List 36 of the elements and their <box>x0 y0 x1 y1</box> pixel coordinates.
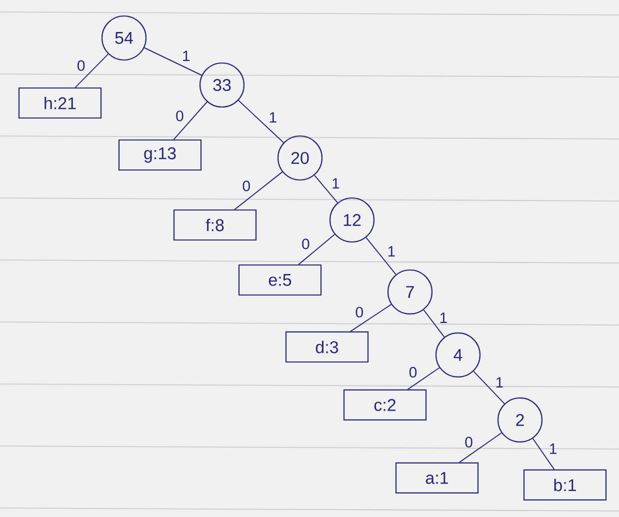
tree-edge <box>366 237 396 275</box>
leaf-box: a:1 <box>395 462 479 494</box>
edge-label: 0 <box>409 366 417 378</box>
edge-label: 1 <box>388 246 395 256</box>
edge-label: 0 <box>78 60 85 71</box>
edge-label: 0 <box>242 180 250 192</box>
edge-label: 0 <box>356 306 363 318</box>
edge-label: 1 <box>440 312 447 323</box>
leaf-box: d:3 <box>285 331 369 363</box>
edge-label: 1 <box>550 444 556 454</box>
tree-edge <box>173 101 208 140</box>
leaf-box: c:2 <box>343 389 427 421</box>
edge-label: 1 <box>183 50 190 62</box>
leaf-box: e:5 <box>238 264 322 296</box>
edge-label: 1 <box>496 377 503 388</box>
tree-edge <box>238 100 284 144</box>
leaf-box: f:8 <box>173 209 257 241</box>
tree-edge <box>350 304 392 332</box>
tree-edge <box>234 171 283 210</box>
edge-label: 1 <box>270 112 276 122</box>
tree-edge <box>458 432 502 463</box>
edge-label: 0 <box>302 238 310 250</box>
edge-label: 0 <box>465 436 472 448</box>
tree-edge <box>473 370 505 404</box>
leaf-box: g:13 <box>118 139 202 171</box>
tree-edge <box>423 309 445 338</box>
tree-edge <box>532 438 555 470</box>
tree-edge <box>298 234 336 265</box>
tree-edge <box>314 174 338 204</box>
leaf-box: b:1 <box>523 469 607 501</box>
leaf-box: h:21 <box>18 87 102 119</box>
tree-edge <box>74 54 109 88</box>
tree-edge <box>144 47 202 76</box>
tree-edge <box>407 367 440 390</box>
edge-label: 0 <box>176 110 184 122</box>
edge-label: 1 <box>332 178 340 189</box>
